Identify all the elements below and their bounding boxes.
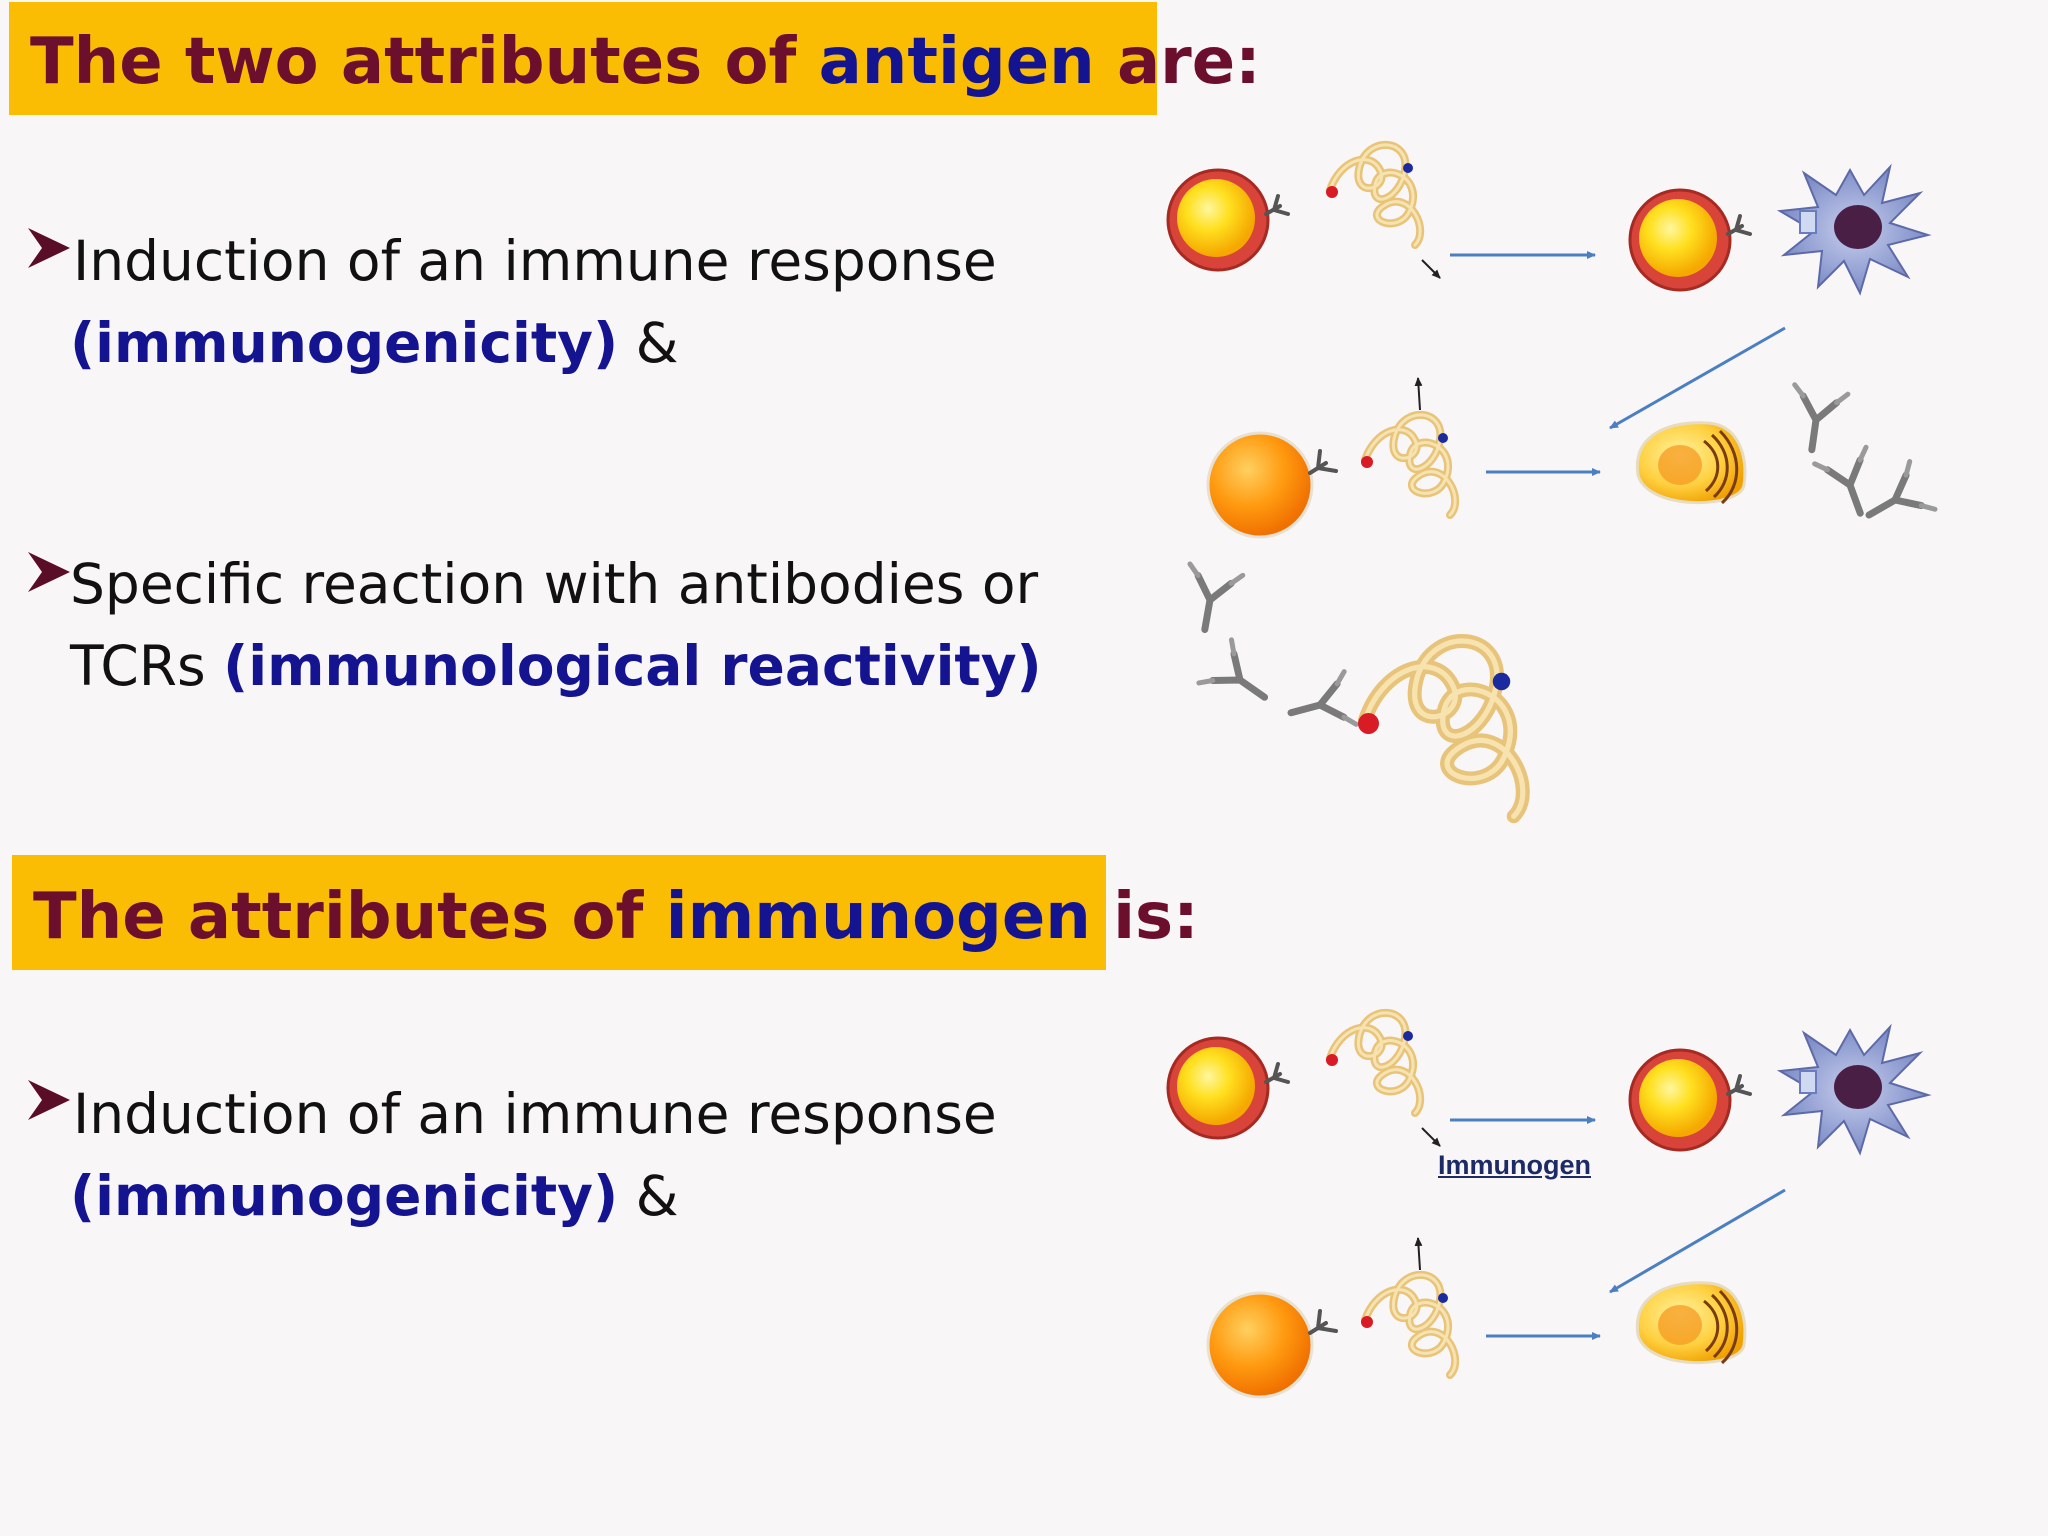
heading-part1: The two attributes of <box>30 25 819 99</box>
heading-antigen-attributes: The two attributes of antigen are: <box>9 2 1261 115</box>
bullet-keyword: (immunogenicity) <box>70 1164 619 1228</box>
heading-highlight: antigen <box>818 25 1095 99</box>
antigen-chain-icon <box>1361 1275 1455 1375</box>
bullet-reactivity: Specific reaction with antibodies or TCR… <box>70 543 1042 707</box>
antigen-attributes-diagram <box>1166 120 1980 860</box>
antigen-chain-icon <box>1326 145 1420 245</box>
heading-part2: is: <box>1090 880 1199 954</box>
flow-arrow <box>1609 326 1786 430</box>
immunogen-caption: Immunogen <box>1438 1150 1591 1180</box>
bullet-keyword: (immunogenicity) <box>70 311 619 375</box>
heading-immunogen-attributes: The attributes of immunogen is: <box>12 855 1199 970</box>
bullet-tail: & <box>618 1164 679 1228</box>
bullet-prefix: TCRs <box>70 634 224 698</box>
antibody-icon <box>1179 564 1243 634</box>
bullet-arrow-icon <box>28 1080 70 1120</box>
bullet-arrow-icon <box>28 552 70 592</box>
bullet-text: Induction of an immune response <box>73 1082 997 1146</box>
bullet-arrow-icon <box>28 228 70 268</box>
dendritic-cell-icon <box>1779 166 1929 294</box>
heading-highlight: immunogen <box>665 880 1091 954</box>
antigen-chain-icon <box>1361 415 1455 515</box>
bullet-tail: & <box>618 311 679 375</box>
heading-part1: The attributes of <box>33 880 666 954</box>
bullet-immunogenicity-2: Induction of an immune response (immunog… <box>70 1073 997 1237</box>
bullet-text: Specific reaction with antibodies or <box>70 552 1039 616</box>
heading-part2: are: <box>1094 25 1261 99</box>
antibody-icon <box>1199 639 1281 719</box>
bullet-text: Induction of an immune response <box>73 229 997 293</box>
antibody-icon <box>1284 672 1358 740</box>
antigen-chain-icon <box>1326 1013 1420 1113</box>
antibody-icon <box>1856 461 1937 539</box>
b-cell-icon <box>1206 431 1338 539</box>
bullet-keyword: (immunological reactivity) <box>223 634 1042 698</box>
b-cell-icon <box>1206 1291 1338 1399</box>
b-cell-icon <box>1166 1036 1290 1140</box>
dendritic-cell-icon <box>1779 1026 1929 1154</box>
b-cell-icon <box>1166 168 1290 272</box>
immunogen-diagram <box>1166 980 1929 1399</box>
bullet-immunogenicity: Induction of an immune response (immunog… <box>70 220 997 384</box>
antigen-chain-icon <box>1358 641 1523 816</box>
plasma-cell-icon <box>1635 421 1747 505</box>
flow-arrow <box>1609 1188 1786 1294</box>
plasma-cell-icon <box>1635 1281 1747 1365</box>
antibody-icon <box>1786 385 1848 454</box>
b-cell-icon <box>1628 188 1752 292</box>
b-cell-icon <box>1628 1048 1752 1152</box>
